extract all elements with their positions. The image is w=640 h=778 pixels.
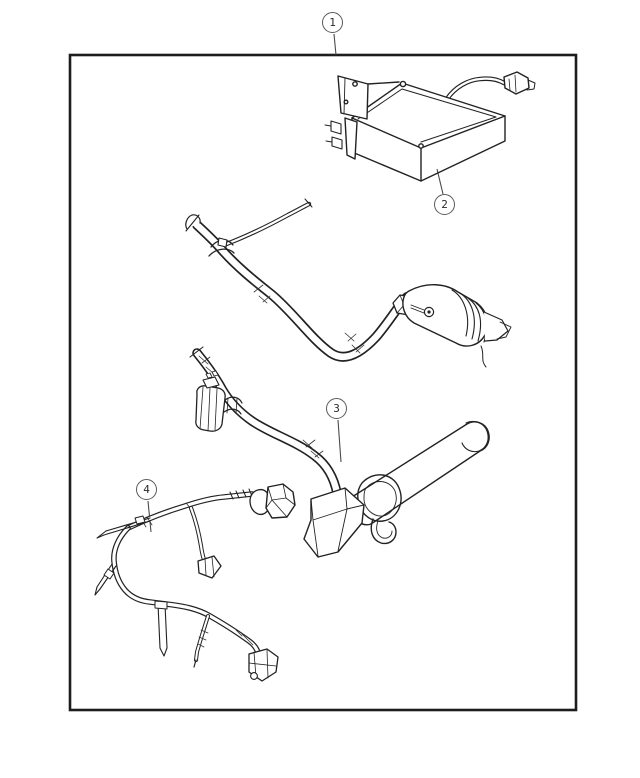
pigtail-wire [444,76,507,102]
hose-pump-assembly [185,198,512,368]
wiring-harness [94,483,296,682]
tray-body [351,80,506,182]
leader-3 [337,419,342,463]
callout-4-label: 4 [143,483,150,496]
callout-3-label: 3 [333,402,340,415]
leader-1 [333,33,337,56]
hose-hatching [250,282,365,354]
harness-mid-branch [188,505,222,579]
callout-3: 3 [326,398,347,419]
elbow-boot-connector [248,648,279,682]
callout-4: 4 [136,479,157,500]
callout-1: 1 [322,12,343,33]
canister-valve [195,370,243,432]
callout-2: 2 [434,194,455,215]
band-clamp [357,474,402,545]
wedge-block [303,487,365,558]
mounting-bracket [324,75,369,160]
main-hose [185,214,412,362]
tube-hatching [198,355,324,459]
round-connector [249,483,296,519]
callout-1-label: 1 [329,16,336,29]
clamp-hook [370,518,397,545]
tube-cylinder-assembly [189,346,490,558]
heater-cylinder [351,420,490,526]
callout-2-label: 2 [441,198,448,211]
hatched-branch [193,614,210,668]
hose-clamp [208,237,235,257]
tray-bracket-part [324,71,536,182]
tie-straps [94,515,168,657]
package-border-box [68,53,578,712]
branch-hose [221,198,313,248]
wire-connector [503,71,536,95]
pump-body [392,284,512,368]
harness-lower-trunk [111,525,262,662]
pump-bleed-screw [410,304,435,318]
